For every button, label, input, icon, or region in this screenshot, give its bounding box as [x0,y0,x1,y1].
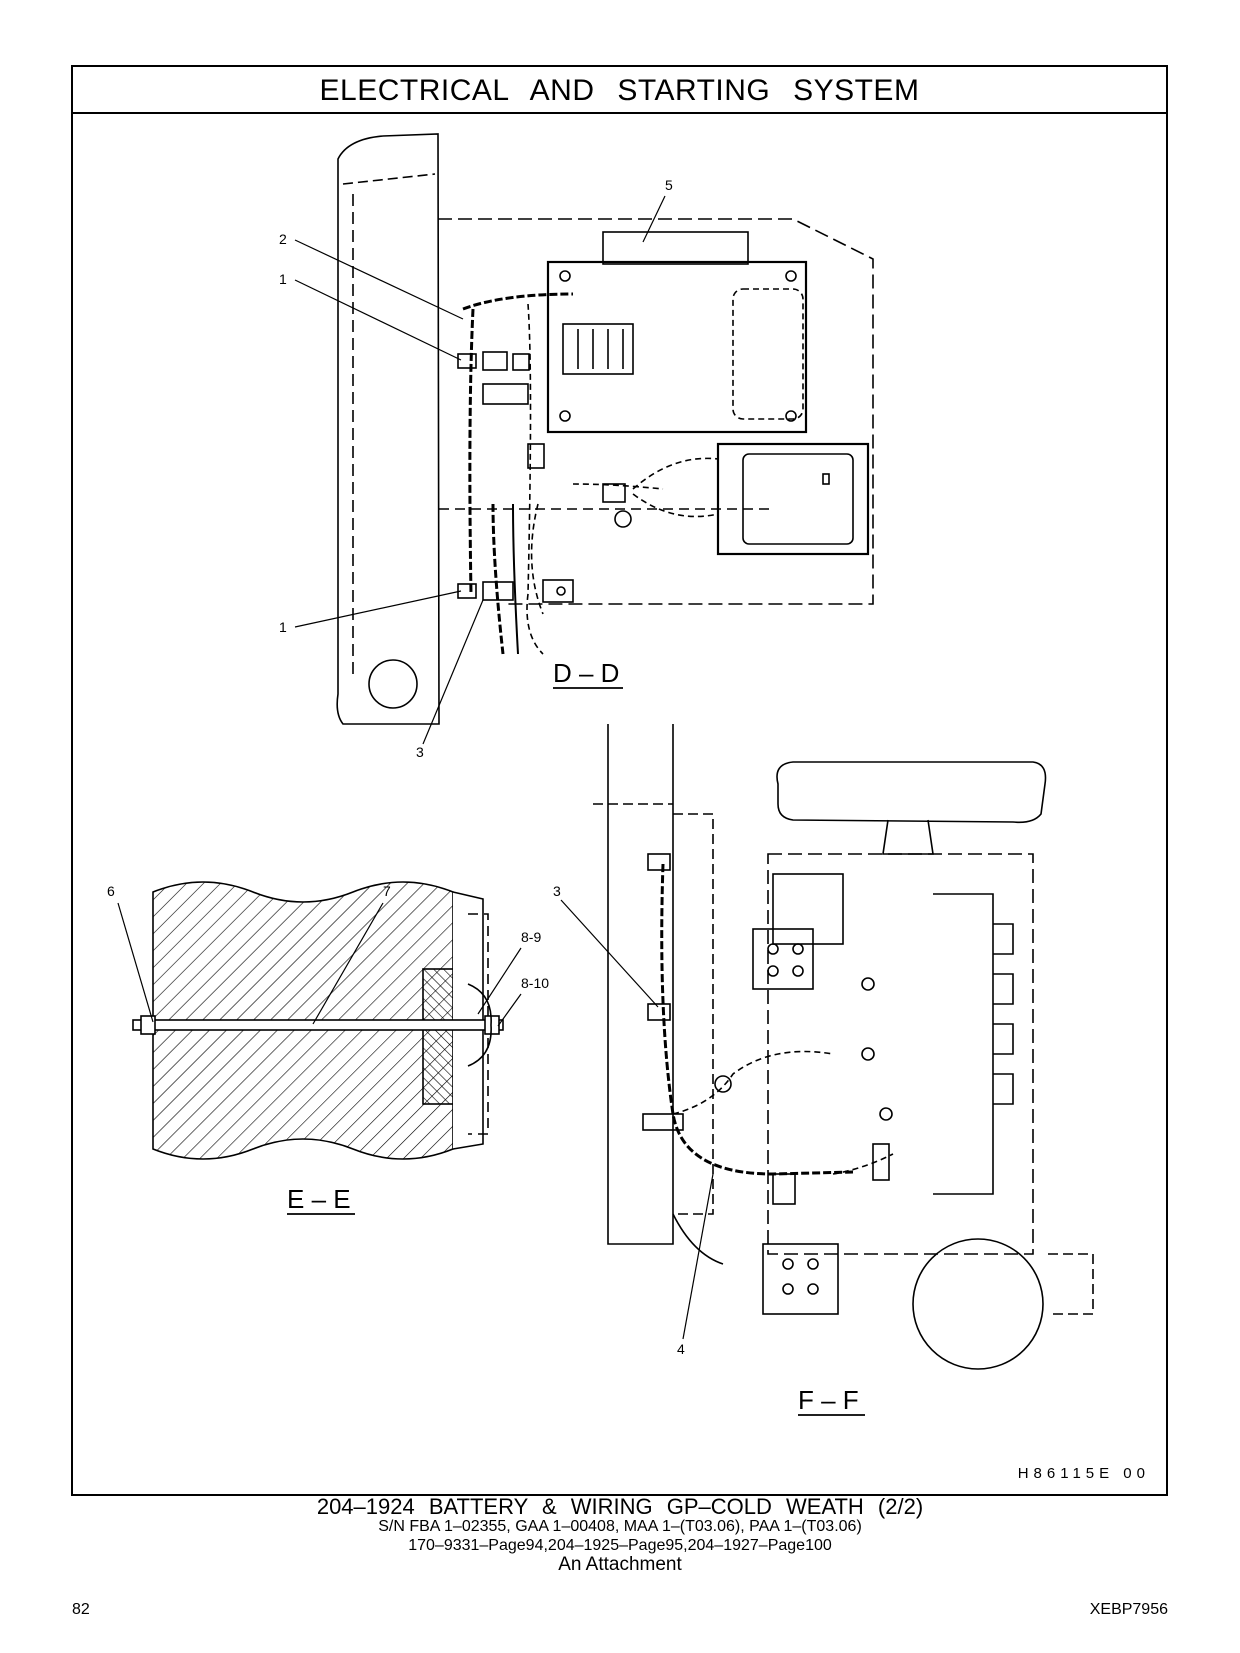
technical-drawing: 5 2 1 1 3 6 7 8-9 8-10 3 4 D – D E – E F… [73,114,1166,1494]
ff-leaders [560,899,714,1340]
caption-serial-numbers: S/N FBA 1–02355, GAA 1–00408, MAA 1–(T03… [378,1518,862,1535]
caption-title: 204–1924 BATTERY & WIRING GP–COLD WEATH … [316,1494,924,1519]
view-label-dd: D – D [553,658,619,688]
caption-page-references: 170–9331–Page94,204–1925–Page95,204–1927… [408,1537,832,1554]
callout-1-top: 1 [279,271,287,287]
view-label-ee: E – E [287,1184,351,1214]
callout-7: 7 [383,883,391,899]
callout-3-ff: 3 [553,883,561,899]
callout-3-dd: 3 [416,744,424,760]
figure-frame: ELECTRICAL AND STARTING SYSTEM [71,65,1168,1496]
caption-attachment: An Attachment [558,1554,682,1575]
page-title: ELECTRICAL AND STARTING SYSTEM [73,67,1166,114]
callout-2: 2 [279,231,287,247]
document-code: XEBP7956 [1089,1601,1168,1618]
ee-leaders [117,902,522,1027]
page-number: 82 [72,1601,90,1618]
wiring-illustration: 5 2 1 1 3 6 7 8-9 8-10 3 4 D – D E – E F… [107,133,1094,1416]
view-dd-drawing [336,133,874,725]
view-ee-drawing [132,881,504,1160]
callout-6: 6 [107,883,115,899]
dd-leaders [294,195,666,745]
callout-1-bottom: 1 [279,619,287,635]
drawing-code: H86115E 00 [1017,1465,1150,1482]
view-label-ff: F – F [798,1385,859,1415]
view-ff-drawing [593,724,1094,1370]
callout-8-9: 8-9 [521,929,541,945]
callout-5: 5 [665,177,673,193]
callout-4: 4 [677,1341,685,1357]
callout-8-10: 8-10 [521,975,549,991]
